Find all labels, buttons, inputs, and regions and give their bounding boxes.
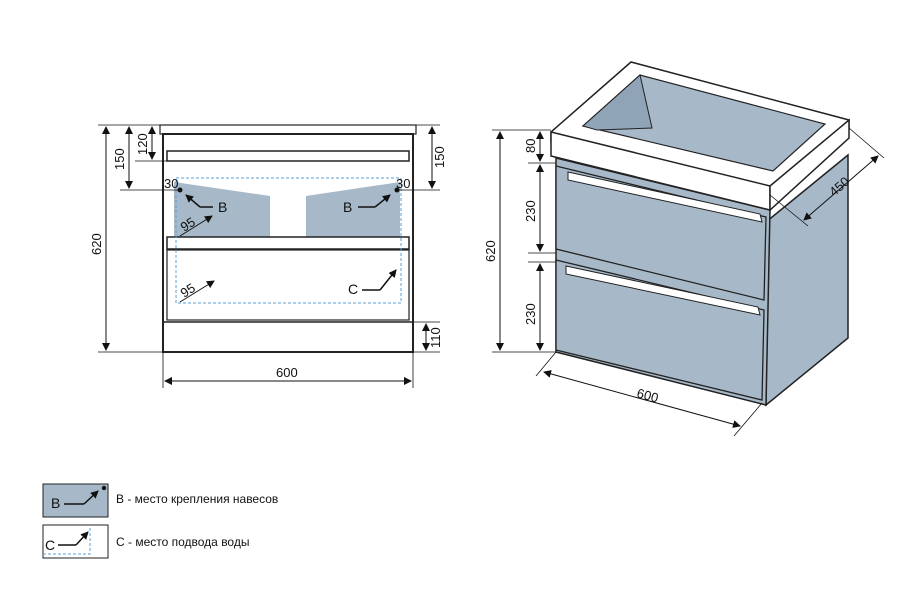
front-c-label: C	[348, 281, 358, 297]
iso-handle-lower	[565, 265, 761, 316]
front-shade-left	[174, 182, 270, 237]
front-b-left-label: B	[218, 199, 227, 215]
front-offset-right-label: 30	[396, 176, 410, 191]
front-offset-left-label: 30	[164, 176, 178, 191]
front-diag-lower-label: 95	[178, 280, 198, 300]
front-top-outer-label: 150	[112, 148, 127, 170]
front-diag-upper-arrow	[179, 215, 213, 237]
legend-b-marker: B	[51, 495, 60, 511]
iso-top-label: 80	[523, 139, 538, 153]
iso-handle-upper	[567, 171, 763, 223]
front-diag-lower-arrow	[179, 280, 215, 303]
iso-height-label: 620	[483, 240, 498, 262]
front-dashed-zone	[175, 177, 402, 304]
front-diag-upper-label: 95	[178, 214, 198, 234]
front-dot-right	[394, 187, 400, 193]
legend-c-marker: C	[45, 537, 55, 553]
front-right-top-label: 150	[432, 146, 447, 168]
legend-c-text: C - место подвода воды	[116, 535, 249, 549]
legend-item-b: B B - место крепления навесов	[42, 483, 278, 518]
iso-drawer-upper-label: 230	[523, 200, 538, 222]
front-shade-right	[306, 182, 400, 237]
front-top-inner-label: 120	[135, 133, 150, 155]
front-b-right-label: B	[343, 199, 352, 215]
front-dot-left	[177, 187, 183, 193]
iso-width-label: 600	[635, 385, 660, 405]
iso-drawer-lower-label: 230	[523, 303, 538, 325]
front-width-label: 600	[276, 365, 298, 380]
front-countertop	[159, 124, 417, 135]
front-bottom-label: 110	[428, 327, 443, 348]
front-lower-drawer	[166, 249, 410, 321]
legend-c-swatch	[42, 524, 109, 559]
legend-item-c: C C - место подвода воды	[42, 524, 249, 559]
legend-b-swatch	[42, 483, 109, 518]
front-mid-rail	[166, 236, 410, 250]
iso-width-dim	[543, 370, 741, 428]
legend: B B - место крепления навесов C C - мест…	[42, 483, 278, 559]
iso-basin-wall	[581, 74, 653, 131]
front-view: B B C 95 95 30 30 620 150 120	[89, 124, 447, 388]
iso-depth-dim	[803, 155, 879, 221]
front-height-label: 620	[89, 233, 104, 255]
front-top-rail	[166, 150, 410, 162]
legend-b-text: B - место крепления навесов	[116, 492, 278, 506]
iso-view: 620 80 230 230 600 450	[483, 61, 885, 437]
